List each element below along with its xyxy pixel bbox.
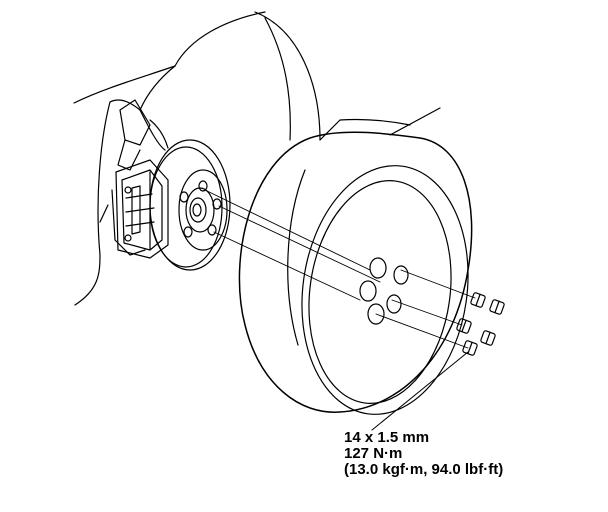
torque-spec-callout: 14 x 1.5 mm 127 N·m (13.0 kgf·m, 94.0 lb… (344, 430, 503, 478)
suspension-knuckle (99, 99, 169, 256)
torque-kgf-lbf-label: (13.0 kgf·m, 94.0 lbf·ft) (344, 461, 504, 478)
lug-nuts (456, 292, 505, 356)
lug-nut-guides (375, 269, 476, 349)
brake-caliper (115, 159, 169, 259)
thread-size-label: 14 x 1.5 mm (344, 429, 430, 446)
alignment-lines (204, 189, 381, 301)
fender-outline (73, 11, 441, 306)
torque-nm-label: 127 N·m (344, 445, 403, 462)
tire-wheel-assembly (238, 131, 473, 415)
wheel-studs (179, 180, 222, 238)
callout-leader (371, 351, 469, 431)
